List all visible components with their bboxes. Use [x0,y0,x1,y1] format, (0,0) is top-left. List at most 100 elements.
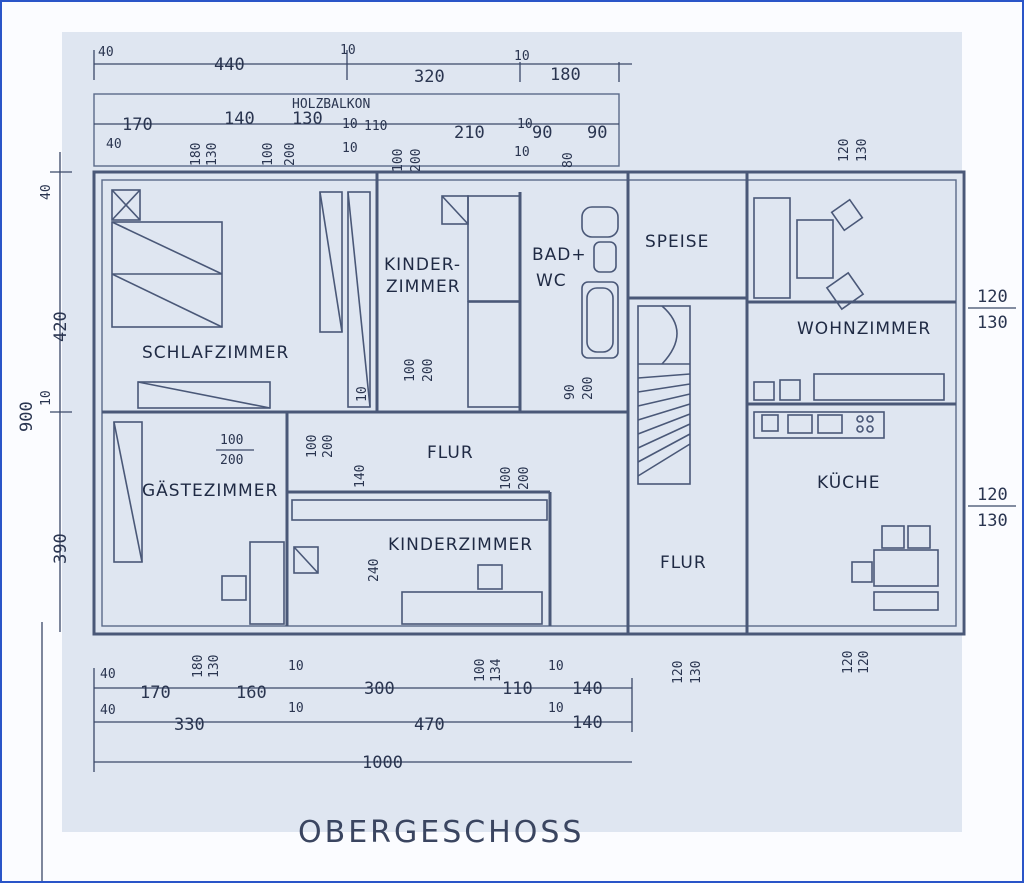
room-schlafzimmer: SCHLAFZIMMER [142,343,289,363]
dimension-label: 300 [364,679,395,699]
balcony-label: HOLZBALKON [292,97,370,112]
dimension-label: 120 [841,651,856,674]
dimension-label: 10 [517,117,533,132]
dimension-label: 130 [207,655,222,678]
dimension-label: 10 [288,659,304,674]
dimension-label: 100 [261,143,276,166]
dimension-label: 10 [548,701,564,716]
room-speise: SPEISE [645,232,709,252]
dimension-label: 80 [561,152,576,168]
dimension-label: 210 [454,123,485,143]
dimension-label: 130 [292,109,323,129]
room-flur-right: FLUR [660,553,707,573]
dimension-label: 40 [98,45,114,60]
room-kinderzimmer-top-line2: ZIMMER [386,277,461,297]
dimension-lines-bottom [93,668,633,772]
dimension-label: 10 [342,117,358,132]
dimension-label: 40 [106,137,122,152]
balcony-outline [93,93,620,167]
dimension-label: 100 [220,433,243,448]
door-dimensions: 100 200 100 200 100 200 10 140 240 90 20… [216,359,596,582]
dimension-label: 10 [514,49,530,64]
dimension-label: 40 [100,703,116,718]
window-dimensions-top: 180 130 100 200 100 200 80 120 130 [189,139,870,172]
furniture [111,189,945,625]
dimension-label: 100 [403,359,418,382]
dimension-label: 130 [977,511,1008,531]
dimension-label: 160 [236,683,267,703]
dimension-label: 140 [572,713,603,733]
dimensions-top-row2: 170 140 130 10 110 210 10 90 90 40 10 10 [106,109,607,160]
dimension-lines-left [41,152,72,881]
dimension-label: 390 [51,533,71,564]
dimension-label: 100 [305,435,320,458]
dimension-label: 90 [563,384,578,400]
dimension-label: 200 [283,143,298,166]
dimension-label: 180 [191,655,206,678]
outer-wall [92,170,966,636]
dimension-label: 40 [100,667,116,682]
room-kueche: KÜCHE [817,471,881,493]
dimension-total: 1000 [362,753,403,773]
dimension-label: 100 [499,467,514,490]
room-bad-line2: WC [536,271,567,291]
dimension-label: 900 [17,401,37,432]
dimension-label: 130 [855,139,870,162]
drawing-title: OBERGESCHOSS [298,815,584,850]
dimension-label: 140 [224,109,255,129]
dimension-label: 140 [353,465,368,488]
dimension-label: 120 [671,661,686,684]
dimension-label: 130 [205,143,220,166]
dimension-label: 420 [51,311,71,342]
dimension-label: 10 [39,390,54,406]
dimension-lines-top [93,50,632,125]
dimension-label: 40 [39,184,54,200]
dimension-label: 200 [321,435,336,458]
dimension-label: 240 [367,559,382,582]
dimensions-bottom-row2: 40 330 10 470 10 140 1000 [100,701,603,773]
dimension-label: 100 [473,659,488,682]
dimension-label: 140 [572,679,603,699]
dimension-label: 134 [489,658,504,682]
room-gaestezimmer: GÄSTEZIMMER [142,480,278,501]
dimension-label: 130 [689,661,704,684]
dimension-label: 200 [581,377,596,400]
room-bad-line1: BAD+ [532,245,587,265]
dimension-label: 100 [391,149,406,172]
dimensions-top-row1: 40 440 10 320 10 180 [98,43,581,87]
dimension-label: 330 [174,715,205,735]
dimension-label: 180 [550,65,581,85]
room-wohnzimmer: WOHNZIMMER [797,319,931,339]
dimension-label: 320 [414,67,445,87]
dimension-label: 90 [532,123,552,143]
dimension-label: 10 [514,145,530,160]
dimension-label: 120 [977,485,1008,505]
room-kinderzimmer-top-line1: KINDER- [384,255,461,275]
dimension-label: 170 [140,683,171,703]
dimensions-right: 120 130 120 130 [968,287,1016,531]
dimension-label: 120 [857,651,872,674]
dimension-label: 90 [587,123,607,143]
dimension-label: 10 [355,386,370,402]
dimensions-left: 40 420 10 900 390 [17,184,71,564]
dimension-label: 200 [409,149,424,172]
dimension-label: 170 [122,115,153,135]
dimension-label: 10 [288,701,304,716]
dimension-label: 470 [414,715,445,735]
staircase [637,305,691,485]
room-labels: SCHLAFZIMMER KINDER- ZIMMER BAD+ WC SPEI… [142,232,931,573]
dimension-label: 200 [220,453,243,468]
room-flur-center: FLUR [427,443,474,463]
dimension-label: 440 [214,55,245,75]
dimension-label: 130 [977,313,1008,333]
dimension-label: 10 [340,43,356,58]
dimensions-bottom-row1: 40 170 180 130 160 10 300 110 10 140 100… [100,651,872,703]
dimension-label: 200 [517,467,532,490]
dimension-label: 180 [189,143,204,166]
dimension-label: 10 [548,659,564,674]
room-kinderzimmer-bottom: KINDERZIMMER [388,535,533,555]
dimension-label: 110 [502,679,533,699]
dimension-label: 200 [421,359,436,382]
